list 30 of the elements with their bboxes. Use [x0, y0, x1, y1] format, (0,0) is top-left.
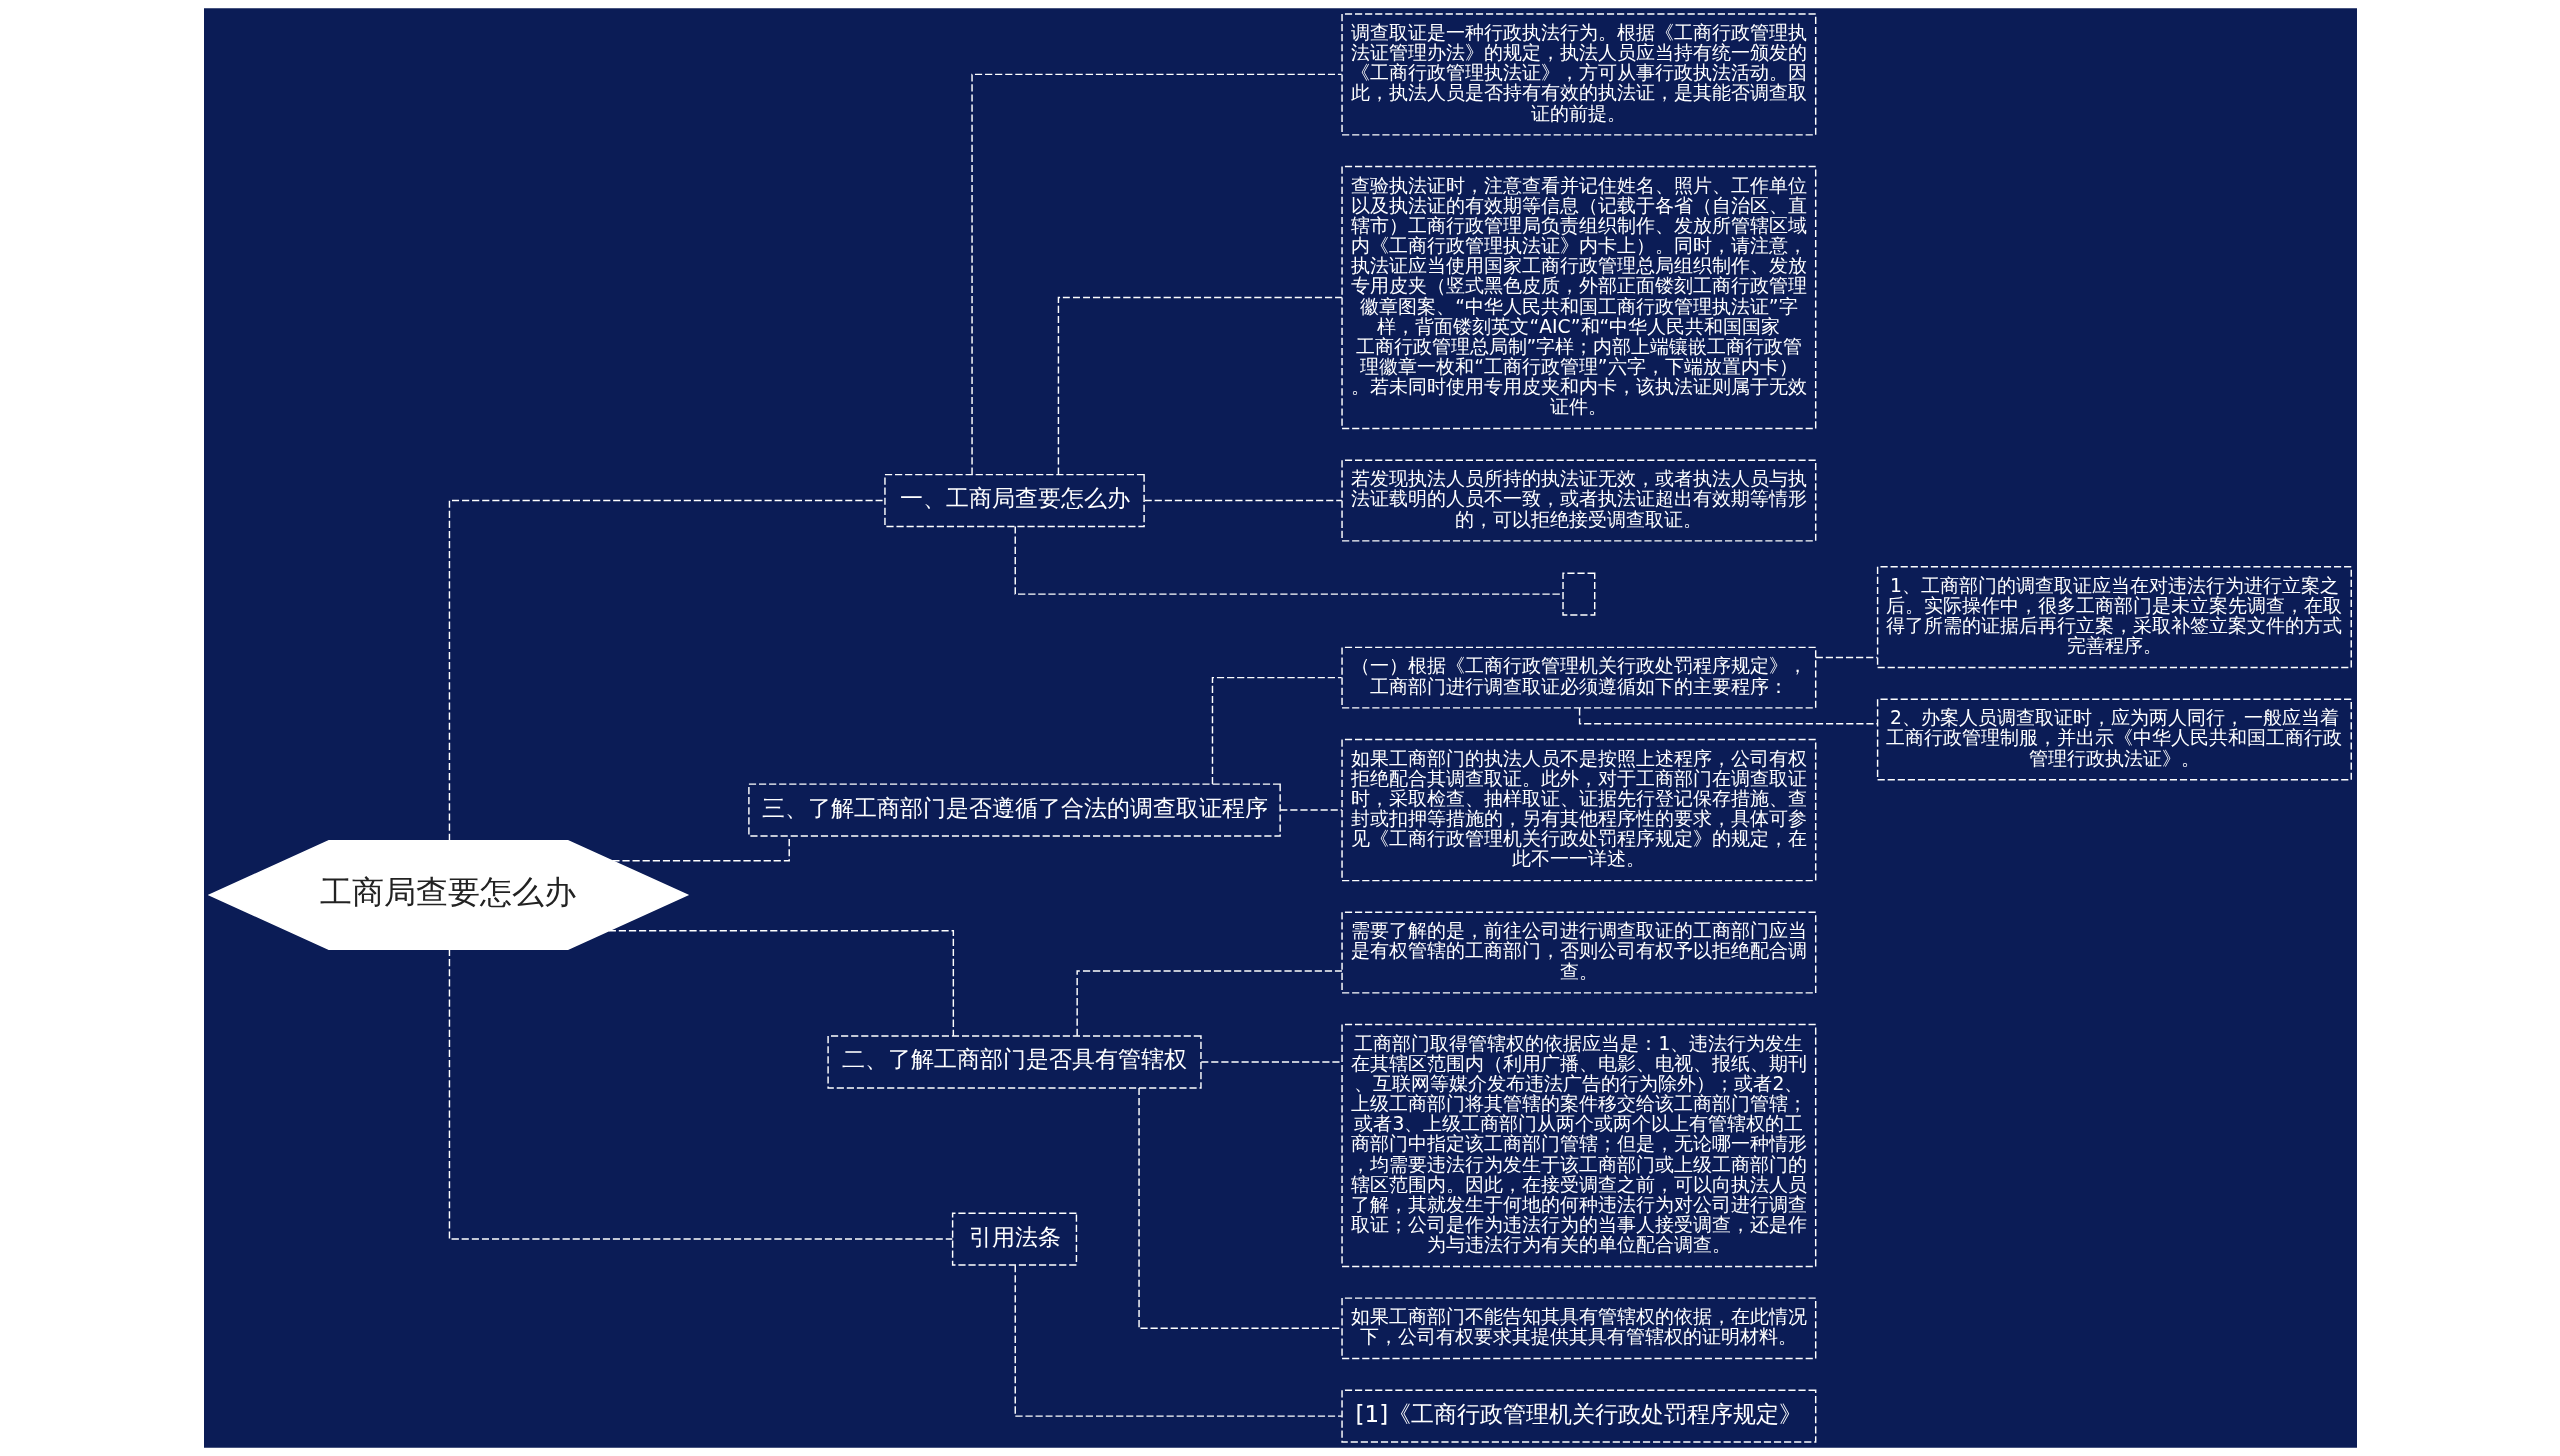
connector: [970, 73, 1342, 476]
node-box: 调查取证是一种行政执法行为。根据《工商行政管理执法证管理办法》的规定，执法人员应当持有统一颁发的《工商行政管理执法证》，方可从事行政执法活动。因此，执法人员是否持有有效的执法证，是其能否调查取证的前提。: [1340, 13, 1816, 136]
connector: [1278, 809, 1343, 811]
node-box: （一）根据《工商行政管理机关行政处罚程序规定》，工商部门进行调查取证必须遵循如下的主要程序：: [1340, 646, 1816, 709]
node-box: 如果工商部门不能告知其具有管辖权的依据，在此情况下，公司有权要求其提供其具有管辖权的证明材料。: [1340, 1297, 1816, 1360]
node-box: 需要了解的是，前往公司进行调查取证的工商部门应当是有权管辖的工商部门，否则公司有权予以拒绝配合调查。: [1340, 911, 1816, 994]
node-box: [1561, 572, 1595, 616]
node-box: [1]《工商行政管理机关行政处罚程序规定》: [1340, 1389, 1816, 1443]
connector: [1014, 525, 1563, 595]
connector: [448, 499, 886, 842]
connector: [1143, 499, 1343, 502]
node-box: 1、工商部门的调查取证应当在对违法行为进行立案之后。实际操作中，很多工商部门是未立案先调查，在取得了所需的证据后再行立案，采取补签立案文件的方式完善程序。: [1876, 566, 2352, 669]
node-box: 一、工商局查要怎么办: [883, 473, 1145, 528]
node-box: 二、了解工商部门是否具有管辖权: [826, 1035, 1202, 1089]
connector: [1211, 676, 1342, 785]
connector: [607, 929, 954, 1037]
node-box: 三、了解工商部门是否遵循了合法的调查取证程序: [747, 783, 1281, 837]
connector: [448, 948, 953, 1240]
connector: [1137, 1087, 1342, 1330]
node-box: 如果工商部门的执法人员不是按照上述程序，公司有权拒绝配合其调查取证。此外，对于工商部门在调查取证时，采取检查、抽样取证、证据先行登记保存措施、查封或扣押等措施的，另有其他程序性的要求，具体可参见《工商行政管理机关行政处罚程序规定》的规定，在此不一一详述。: [1340, 738, 1816, 882]
connector: [1814, 656, 1878, 659]
connector: [1200, 1061, 1342, 1063]
node-box: 工商部门取得管辖权的依据应当是：1、违法行为发生在其辖区范围内（利用广播、电影、电视、报纸、期刊、互联网等媒介发布违法广告的行为除外）；或者2、上级工商部门将其管辖的案件移交给该工商部门管辖；或者3、上级工商部门从两个或两个以上有管辖权的工商部门中指定该工商部门管辖；但是，无论哪一种情形，均需要违法行为发生于该工商部门或上级工商部门的辖区范围内。因此，在接受调查之前，可以向执法人员了解，其就发生于何地的何种违法行为对公司进行调查取证；公司是作为违法行为的当事人接受调查，还是作为与违法行为有关的单位配合调查。: [1340, 1023, 1816, 1268]
node-box: 2、办案人员调查取证时，应为两人同行，一般应当着工商行政管理制服，并出示《中华人民共和国工商行政管理行政执法证》。: [1876, 698, 2352, 781]
node-box: 查验执法证时，注意查看并记住姓名、照片、工作单位以及执法证的有效期等信息（记载于各省（自治区、直辖市）工商行政管理局负责组织制作、发放所管辖区域内《工商行政管理执法证》内卡上）。同时，请注意，执法证应当使用国家工商行政管理总局组织制作、发放专用皮夹（竖式黑色皮质，外部正面镂刻工商行政管理徽章图案、“中华人民共和国工商行政管理执法证”字样，背面镂刻英文“AIC”和“中华人民共和国国家工商行政管理总局制”字样；内部上端镶嵌工商行政管理徽章一枚和“工商行政管理”六字，下端放置内卡）。若未同时使用专用皮夹和内卡，该执法证则属于无效证件。: [1340, 165, 1816, 430]
connector: [1014, 1264, 1343, 1417]
node-box: 引用法条: [951, 1212, 1077, 1266]
connector: [1075, 970, 1343, 1037]
connector: [1057, 296, 1343, 476]
node-box: 若发现执法人员所持的执法证无效，或者执法人员与执法证载明的人员不一致，或者执法证超出有效期等情形的，可以拒绝接受调查取证。: [1340, 459, 1816, 542]
